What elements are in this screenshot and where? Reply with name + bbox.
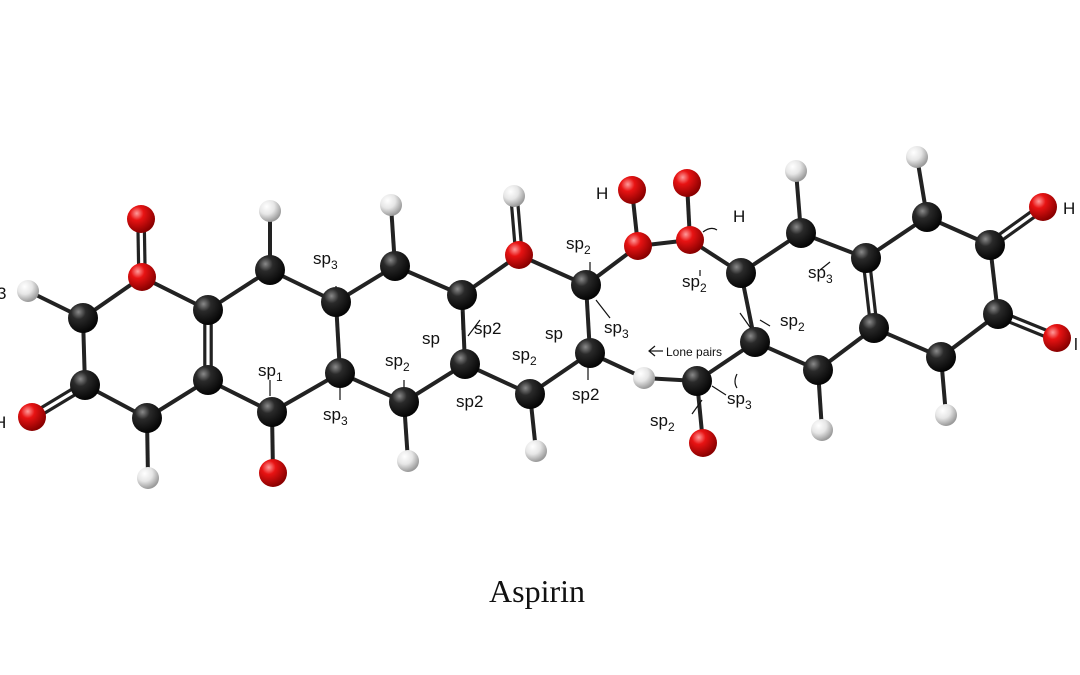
carbon-atom xyxy=(575,338,605,368)
label-sp2-e: sp2 xyxy=(512,345,537,368)
hydrogen-atom xyxy=(906,146,928,168)
oxygen-atom xyxy=(1043,324,1071,352)
carbon-atom xyxy=(571,270,601,300)
carbon-atom xyxy=(257,397,287,427)
oxygen-atom xyxy=(127,205,155,233)
edge-letters: H H H H 3 l xyxy=(0,184,1078,432)
label-sp2-d: sp2 xyxy=(456,392,483,411)
hydrogen-atom xyxy=(17,280,39,302)
label-sp3-b: sp3 xyxy=(323,405,348,428)
hybridization-labels: sp3 sp1 sp3 sp2 sp sp2 sp2 sp2 sp2 sp sp… xyxy=(258,234,833,434)
carbon-atom xyxy=(255,255,285,285)
label-leader-line xyxy=(711,385,727,396)
label-sp2-g: sp2 xyxy=(572,385,599,404)
carbon-atom xyxy=(740,327,770,357)
carbon-atom xyxy=(983,299,1013,329)
label-leader-line xyxy=(739,312,753,331)
hydrogen-atom xyxy=(811,419,833,441)
carbon-atom xyxy=(682,366,712,396)
oxygen-atom xyxy=(618,176,646,204)
lone-pairs-annotation: Lone pairs xyxy=(648,345,722,359)
oxygen-atom xyxy=(259,459,287,487)
atoms-layer xyxy=(17,146,1071,489)
bonds-layer xyxy=(27,156,1059,479)
carbon-atom xyxy=(726,258,756,288)
caption-title: Aspirin xyxy=(489,573,585,609)
label-sp2-h: sp2 xyxy=(682,272,707,295)
label-leader-line xyxy=(759,319,771,327)
carbon-atom xyxy=(321,287,351,317)
label-sp2-j: sp2 xyxy=(650,411,675,434)
carbon-atom xyxy=(193,295,223,325)
edge-digit-3: 3 xyxy=(0,284,6,303)
h-label-left: H xyxy=(0,413,6,432)
carbon-atom xyxy=(912,202,942,232)
carbon-atom xyxy=(447,280,477,310)
oxygen-atom xyxy=(689,429,717,457)
carbon-atom xyxy=(450,349,480,379)
oxygen-atom xyxy=(1029,193,1057,221)
hydrogen-atom xyxy=(633,367,655,389)
label-sp2-top: sp2 xyxy=(566,234,591,257)
label-sp3-f: sp3 xyxy=(604,318,629,341)
oxygen-atom xyxy=(505,241,533,269)
label-sp-f: sp xyxy=(545,324,563,343)
label-leader-line xyxy=(691,399,703,415)
hydrogen-atom xyxy=(785,160,807,182)
carbon-atom xyxy=(389,387,419,417)
hydrogen-atom xyxy=(137,467,159,489)
label-sp3-right: sp3 xyxy=(808,263,833,286)
carbon-atom xyxy=(325,358,355,388)
oxygen-atom xyxy=(624,232,652,260)
carbon-atom xyxy=(515,379,545,409)
carbon-atom xyxy=(803,355,833,385)
h-label-oh: H xyxy=(596,184,608,203)
angle-marks xyxy=(702,227,738,389)
carbon-atom xyxy=(193,365,223,395)
oxygen-atom xyxy=(676,226,704,254)
label-leader-line xyxy=(467,319,481,337)
angle-mark-top xyxy=(702,227,718,233)
oxygen-atom xyxy=(128,263,156,291)
carbon-atom xyxy=(851,243,881,273)
label-sp3-k: sp3 xyxy=(727,389,752,412)
hydrogen-atom xyxy=(397,450,419,472)
label-sp1: sp1 xyxy=(258,361,283,384)
carbon-atom xyxy=(859,313,889,343)
label-leader-line xyxy=(819,261,831,271)
hydrogen-atom xyxy=(259,200,281,222)
lone-pairs-arrow-head xyxy=(648,345,656,357)
carbon-atom xyxy=(786,218,816,248)
h-label-top: H xyxy=(733,207,745,226)
carbon-atom xyxy=(975,230,1005,260)
label-sp3-a: sp3 xyxy=(313,249,338,272)
label-sp-c: sp xyxy=(422,329,440,348)
carbon-atom xyxy=(132,403,162,433)
label-sp2-c: sp2 xyxy=(474,319,501,338)
hydrogen-atom xyxy=(525,440,547,462)
lone-pairs-label: Lone pairs xyxy=(666,345,722,359)
carbon-atom xyxy=(70,370,100,400)
label-leader-line xyxy=(595,299,611,319)
carbon-atom xyxy=(68,303,98,333)
edge-letter-l: l xyxy=(1074,335,1078,354)
oxygen-atom xyxy=(18,403,46,431)
carbon-atom xyxy=(380,251,410,281)
carbon-atom xyxy=(926,342,956,372)
label-sp2-i: sp2 xyxy=(780,311,805,334)
angle-mark-bottom xyxy=(734,373,738,389)
h-label-right: H xyxy=(1063,199,1075,218)
hydrogen-atom xyxy=(935,404,957,426)
hydrogen-atom xyxy=(503,185,525,207)
oxygen-atom xyxy=(673,169,701,197)
label-sp2-a: sp2 xyxy=(385,351,410,374)
hydrogen-atom xyxy=(380,194,402,216)
